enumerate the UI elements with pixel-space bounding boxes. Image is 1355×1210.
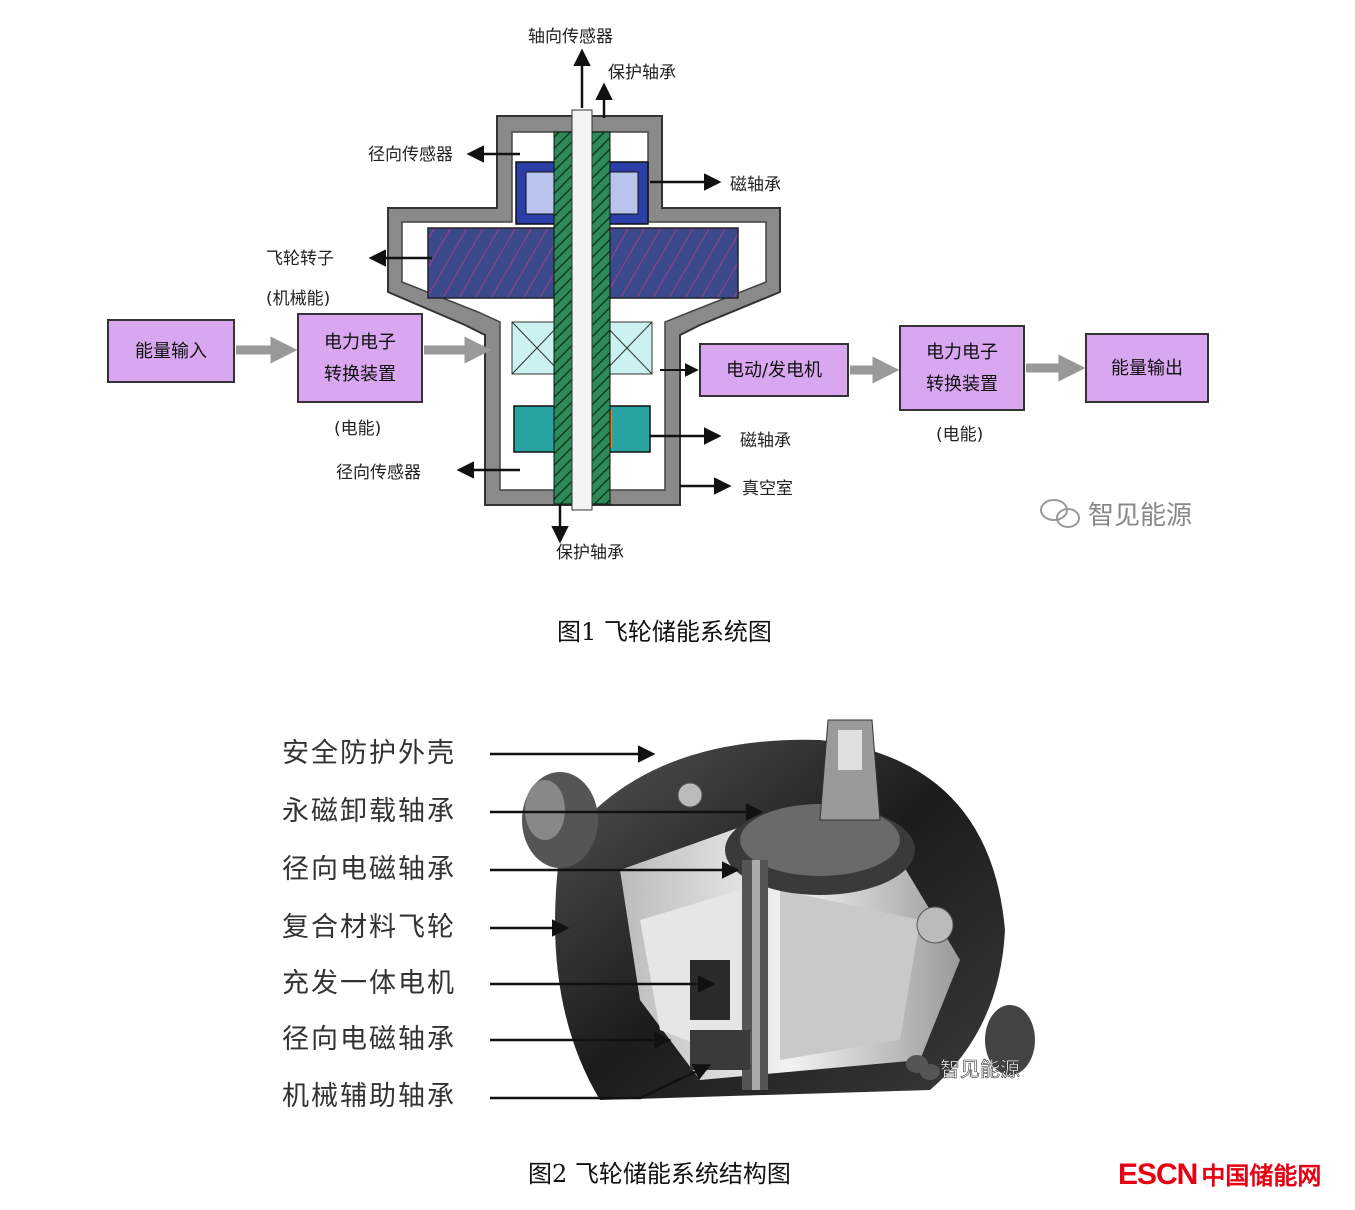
energy-output-box xyxy=(1085,333,1209,403)
flywheel-3d-image xyxy=(522,719,1035,1100)
flywheel-rotor-label: 飞轮转子 xyxy=(266,249,334,269)
fig2-label-motor-generator: 充发一体电机 xyxy=(282,968,456,999)
magnetic-bearing-top-label: 磁轴承 xyxy=(730,175,781,195)
svg-text:电力电子: 电力电子 xyxy=(926,342,998,363)
magnetic-bearing-bottom-label: 磁轴承 xyxy=(740,431,791,451)
svg-text:转换装置: 转换装置 xyxy=(324,364,396,385)
pe-converter-out-box xyxy=(899,325,1025,411)
energy-input-box xyxy=(107,319,235,383)
wechat-icon xyxy=(1040,499,1080,528)
svg-text:电力电子: 电力电子 xyxy=(324,332,396,353)
fig2-label-mechanical-aux-bearing: 机械辅助轴承 xyxy=(282,1081,456,1110)
figure2-watermark: 智见能源 xyxy=(940,1057,1020,1081)
radial-sensor-bottom-label: 径向传感器 xyxy=(336,463,421,483)
fig2-label-radial-em-bearing-1: 径向电磁轴承 xyxy=(282,854,456,885)
pe-converter-in-box xyxy=(297,313,423,403)
electrical-energy-right-label: (电能) xyxy=(936,425,983,445)
fig2-label-safety-shell: 安全防护外壳 xyxy=(282,738,456,769)
protective-bearing-top-label: 保护轴承 xyxy=(608,63,676,83)
escn-logo-name: 中国储能网 xyxy=(1201,1162,1322,1190)
fig2-label-pm-unloading-bearing: 永磁卸载轴承 xyxy=(282,796,456,827)
vacuum-chamber-label: 真空室 xyxy=(742,479,793,499)
radial-sensor-top-label: 径向传感器 xyxy=(368,145,453,165)
figure2-caption: 图2 飞轮储能系统结构图 xyxy=(528,1160,791,1188)
svg-text:转换装置: 转换装置 xyxy=(926,374,998,395)
fig2-label-composite-flywheel: 复合材料飞轮 xyxy=(282,912,456,943)
figure1-diagram: 能量输入 电力电子 转换装置 电动/发电机 电力电子 转换装置 能量输出 轴向传… xyxy=(107,27,1209,563)
svg-text:电动/发电机: 电动/发电机 xyxy=(726,360,822,381)
figure2-diagram: 安全防护外壳 永磁卸载轴承 径向电磁轴承 复合材料飞轮 充发一体电机 径向电磁轴… xyxy=(282,719,1035,1110)
figure1-caption: 图1 飞轮储能系统图 xyxy=(557,618,772,646)
motor-generator-box xyxy=(699,343,849,397)
mechanical-energy-label: (机械能) xyxy=(266,289,330,309)
electrical-energy-left-label: (电能) xyxy=(334,419,381,439)
escn-logo: ESCN 中国储能网 xyxy=(1118,1156,1321,1192)
escn-logo-brand: ESCN xyxy=(1118,1158,1198,1191)
axial-sensor-label: 轴向传感器 xyxy=(528,27,613,47)
svg-text:能量输出: 能量输出 xyxy=(1111,358,1183,379)
protective-bearing-bottom-label: 保护轴承 xyxy=(556,543,624,563)
energy-input-label: 能量输入 xyxy=(135,341,207,362)
figure1-watermark: 智见能源 xyxy=(1088,501,1192,531)
fig2-label-radial-em-bearing-2: 径向电磁轴承 xyxy=(282,1024,456,1055)
wechat-icon xyxy=(906,1055,940,1080)
